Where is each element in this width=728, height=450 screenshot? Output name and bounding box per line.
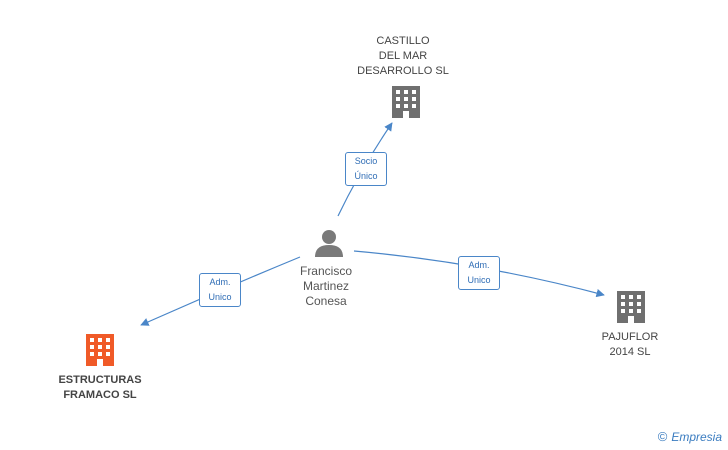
copyright-icon: © — [657, 429, 668, 444]
edge-label-to-castillo: Socio Único — [345, 152, 387, 186]
building-icon[interactable] — [86, 334, 114, 366]
watermark: © Empresia — [658, 429, 722, 444]
node-label-francisco[interactable]: Francisco Martinez Conesa — [299, 264, 352, 308]
edge-label-to-pajuflor: Adm. Unico — [458, 256, 500, 290]
edge-label-to-estructuras: Adm. Unico — [199, 273, 241, 307]
person-icon[interactable] — [315, 230, 343, 257]
building-icon[interactable] — [392, 86, 420, 118]
building-icon[interactable] — [617, 291, 645, 323]
brand-logo: Empresia — [671, 429, 722, 444]
node-label-pajuflor[interactable]: PAJUFLOR 2014 SL — [601, 331, 659, 358]
node-label-estructuras[interactable]: ESTRUCTURAS FRAMACO SL — [58, 374, 142, 401]
node-label-castillo[interactable]: CASTILLO DEL MAR DESARROLLO SL — [357, 35, 449, 77]
